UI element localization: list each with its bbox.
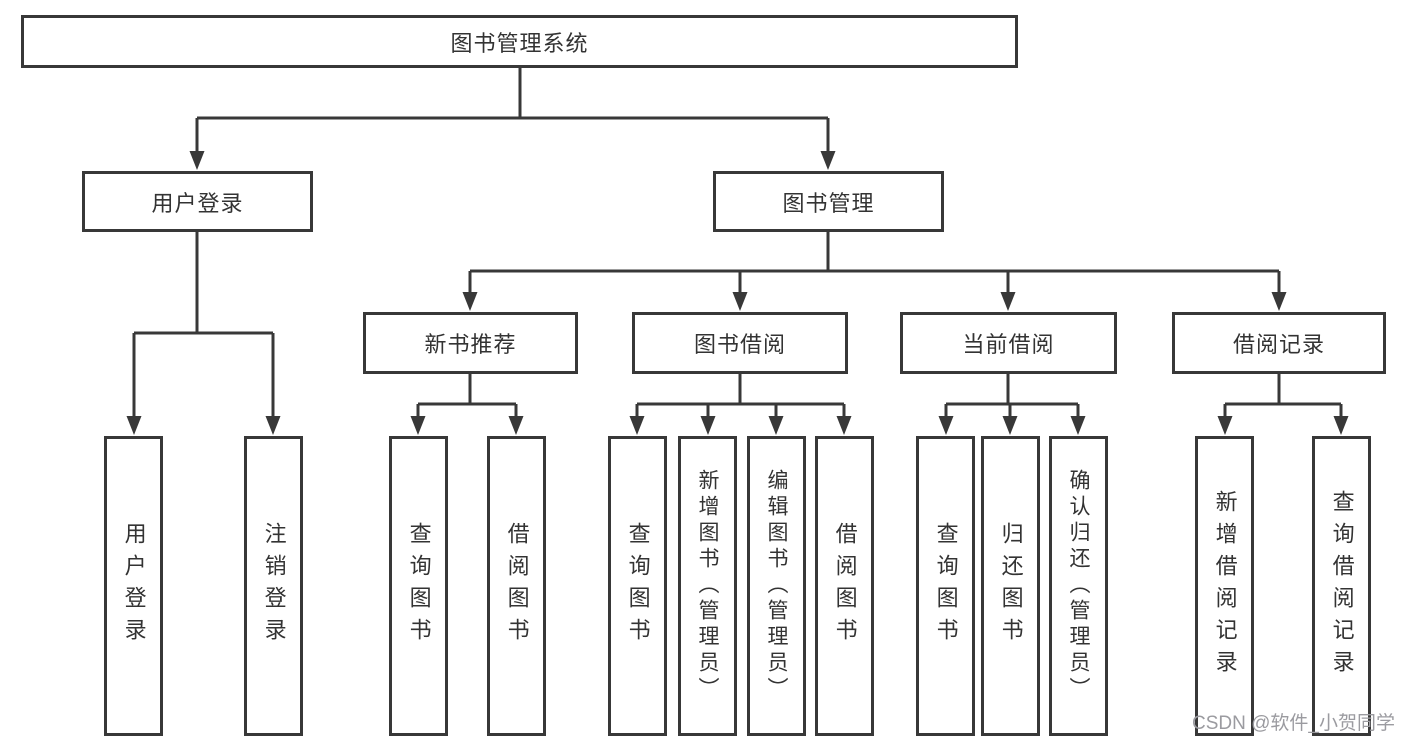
leaf-label: 用户登录: [121, 522, 147, 650]
node-borrow-records: 借阅记录: [1172, 312, 1386, 374]
leaf-label: 新增借阅记录: [1212, 490, 1238, 682]
node-current-borrow: 当前借阅: [900, 312, 1117, 374]
arrowheads: [126, 151, 1349, 435]
node-user-login: 用户登录: [82, 171, 313, 232]
leaf-add-borrow-record: 新增借阅记录: [1195, 436, 1254, 736]
node-book-management: 图书管理: [713, 171, 944, 232]
leaf-label: 借阅图书: [832, 522, 858, 650]
node-book-borrow: 图书借阅: [632, 312, 848, 374]
leaf-query-books-recommend: 查询图书: [389, 436, 448, 736]
leaf-add-book-admin: 新增图书（管理员）: [678, 436, 737, 736]
leaf-query-books-borrow: 查询图书: [608, 436, 667, 736]
leaf-borrow-books: 借阅图书: [815, 436, 874, 736]
csdn-watermark: CSDN @软件_小贺同学: [1192, 713, 1395, 734]
leaf-label: 查询图书: [933, 522, 959, 650]
leaf-return-book: 归还图书: [981, 436, 1040, 736]
leaf-label: 注销登录: [261, 522, 287, 650]
leaf-label: 查询图书: [625, 522, 651, 650]
leaf-borrow-books-recommend: 借阅图书: [487, 436, 546, 736]
leaf-label: 新增图书（管理员）: [696, 469, 720, 703]
leaf-label: 确认归还（管理员）: [1067, 469, 1091, 703]
leaf-query-books-current: 查询图书: [916, 436, 975, 736]
leaf-label: 归还图书: [998, 522, 1024, 650]
node-new-book-recommend: 新书推荐: [363, 312, 578, 374]
leaf-label: 借阅图书: [504, 522, 530, 650]
leaf-label: 查询借阅记录: [1329, 490, 1355, 682]
leaf-confirm-return-admin: 确认归还（管理员）: [1049, 436, 1108, 736]
tree-connectors: [132, 68, 1343, 418]
leaf-label: 查询图书: [406, 522, 432, 650]
leaf-label: 编辑图书（管理员）: [765, 469, 789, 703]
node-library-management-system: 图书管理系统: [21, 15, 1018, 68]
leaf-logout: 注销登录: [244, 436, 303, 736]
leaf-query-borrow-record: 查询借阅记录: [1312, 436, 1371, 736]
leaf-user-login: 用户登录: [104, 436, 163, 736]
leaf-edit-book-admin: 编辑图书（管理员）: [747, 436, 806, 736]
